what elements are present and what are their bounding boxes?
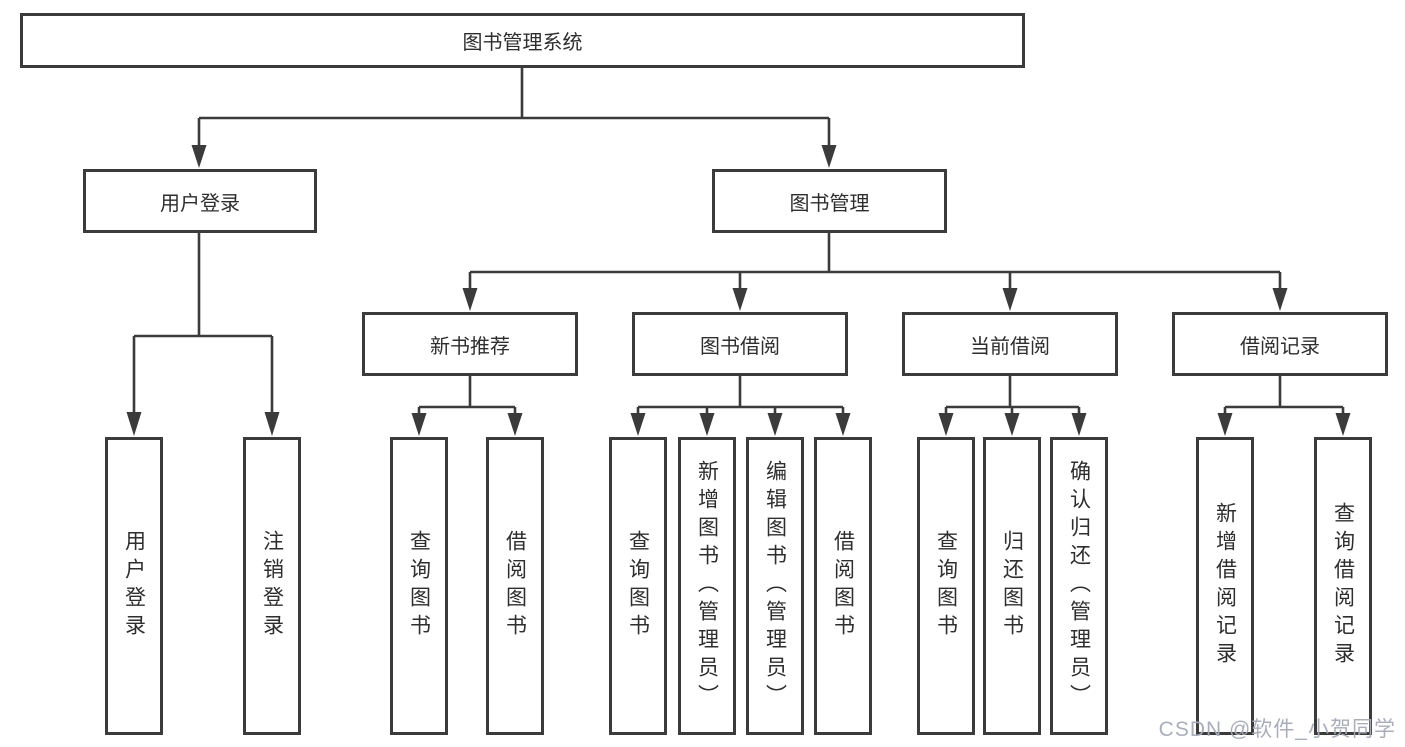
node-user-login-label: 用户登录	[160, 192, 240, 215]
leaf-confirm-return-admin: 确认归还（管理员）	[1050, 437, 1108, 735]
leaf-query-books-recommend: 查询图书	[390, 437, 448, 735]
leaf-borrow-books-recommend-label: 借阅图书	[503, 530, 527, 642]
leaf-return-books-label: 归还图书	[1000, 530, 1024, 642]
node-user-login: 用户登录	[83, 169, 317, 233]
node-book-borrowing-label: 图书借阅	[700, 335, 780, 358]
arrowheads	[126, 145, 1351, 436]
leaf-borrow-books-recommend: 借阅图书	[486, 437, 544, 735]
leaf-edit-book-admin: 编辑图书（管理员）	[746, 437, 804, 735]
leaf-add-book-admin-label: 新增图书（管理员）	[695, 460, 719, 712]
leaf-query-books-current: 查询图书	[917, 437, 975, 735]
leaf-confirm-return-admin-label: 确认归还（管理员）	[1067, 460, 1091, 712]
leaf-borrow-books-borrow-label: 借阅图书	[831, 530, 855, 642]
node-current-borrowing: 当前借阅	[902, 312, 1118, 376]
leaf-query-books-borrow: 查询图书	[609, 437, 667, 735]
leaf-query-books-current-label: 查询图书	[934, 530, 958, 642]
leaf-logout: 注销登录	[243, 437, 301, 735]
leaf-return-books: 归还图书	[983, 437, 1041, 735]
leaf-query-books-recommend-label: 查询图书	[407, 530, 431, 642]
leaf-query-borrow-record: 查询借阅记录	[1314, 437, 1372, 735]
node-current-borrowing-label: 当前借阅	[970, 335, 1050, 358]
node-new-book-recommendation: 新书推荐	[362, 312, 578, 376]
leaf-edit-book-admin-label: 编辑图书（管理员）	[763, 460, 787, 712]
leaf-borrow-books-borrow: 借阅图书	[814, 437, 872, 735]
leaf-query-borrow-record-label: 查询借阅记录	[1331, 502, 1355, 670]
node-library-system-label: 图书管理系统	[462, 32, 583, 54]
leaf-user-login: 用户登录	[105, 437, 163, 735]
node-borrowing-records-label: 借阅记录	[1240, 335, 1320, 358]
leaf-user-login-label: 用户登录	[122, 530, 146, 642]
leaf-add-borrow-record-label: 新增借阅记录	[1213, 502, 1237, 670]
leaf-add-borrow-record: 新增借阅记录	[1196, 437, 1254, 735]
csdn-watermark: CSDN @软件_小贺同学	[1158, 718, 1396, 741]
leaf-logout-label: 注销登录	[260, 530, 284, 642]
node-new-book-recommendation-label: 新书推荐	[430, 335, 510, 358]
leaf-add-book-admin: 新增图书（管理员）	[678, 437, 736, 735]
leaf-query-books-borrow-label: 查询图书	[626, 530, 650, 642]
node-book-management-label: 图书管理	[789, 192, 870, 215]
node-book-management: 图书管理	[712, 169, 947, 233]
node-library-system: 图书管理系统	[20, 13, 1025, 68]
node-book-borrowing: 图书借阅	[632, 312, 848, 376]
node-borrowing-records: 借阅记录	[1172, 312, 1388, 376]
